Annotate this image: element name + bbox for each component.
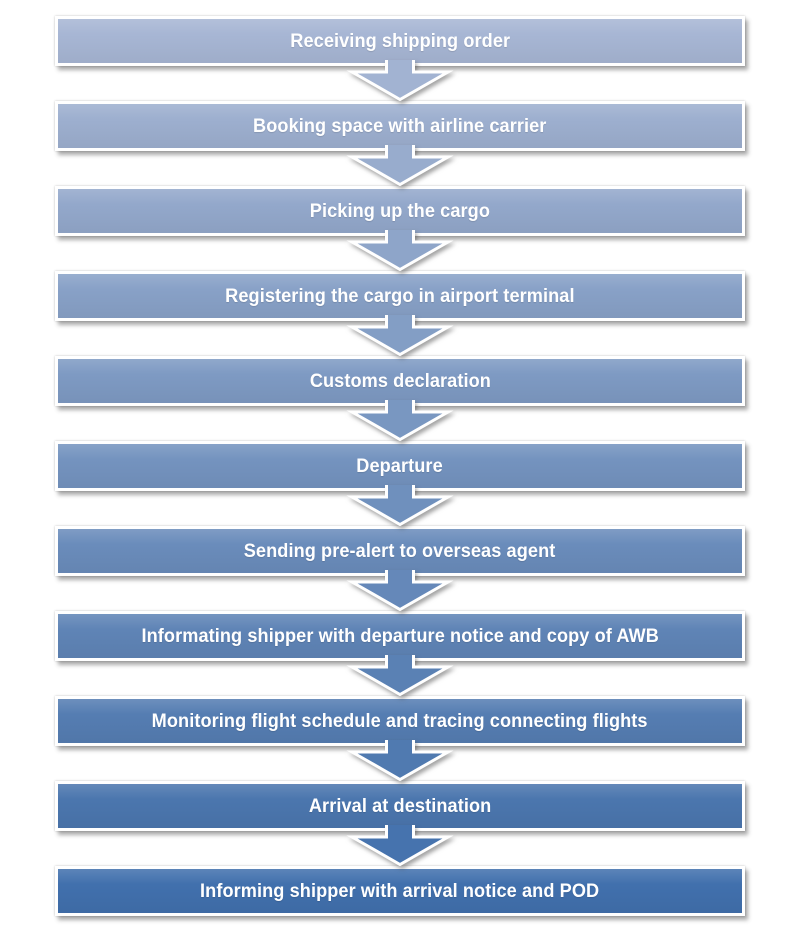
flow-step: Departure [0,441,800,526]
process-step-label: Informating shipper with departure notic… [141,624,659,647]
flow-step: Receiving shipping order [0,16,800,101]
process-step-label: Monitoring flight schedule and tracing c… [152,709,648,732]
down-arrow-icon [340,60,460,101]
process-step-8: Informating shipper with departure notic… [55,611,745,661]
down-arrow-icon [340,315,460,356]
flow-step: Customs declaration [0,356,800,441]
flow-step: Registering the cargo in airport termina… [0,271,800,356]
process-step-label: Sending pre-alert to overseas agent [244,539,556,562]
down-arrow-icon [340,485,460,526]
process-step-label: Informing shipper with arrival notice an… [200,879,600,902]
down-arrow-icon [340,740,460,781]
process-step-10: Arrival at destination [55,781,745,831]
down-arrow-icon [340,145,460,186]
process-step-label: Registering the cargo in airport termina… [225,284,575,307]
process-step-label: Picking up the cargo [309,199,491,222]
flow-step: Booking space with airline carrier [0,101,800,186]
down-arrow-icon [340,825,460,866]
process-step-3: Picking up the cargo [55,186,745,236]
process-step-5: Customs declaration [55,356,745,406]
process-step-label: Customs declaration [309,369,491,392]
process-step-2: Booking space with airline carrier [55,101,745,151]
process-step-7: Sending pre-alert to overseas agent [55,526,745,576]
process-step-9: Monitoring flight schedule and tracing c… [55,696,745,746]
process-step-label: Receiving shipping order [290,29,510,52]
flow-step: Sending pre-alert to overseas agent [0,526,800,611]
flow-step: Picking up the cargo [0,186,800,271]
down-arrow-icon [340,230,460,271]
process-step-label: Booking space with airline carrier [253,114,547,137]
process-step-1: Receiving shipping order [55,16,745,66]
process-flow: Receiving shipping order Booking space w… [0,16,800,916]
flow-step: Informating shipper with departure notic… [0,611,800,696]
down-arrow-icon [340,655,460,696]
down-arrow-icon [340,400,460,441]
process-step-4: Registering the cargo in airport termina… [55,271,745,321]
process-step-label: Departure [356,454,444,477]
process-step-label: Arrival at destination [308,794,492,817]
flow-step: Monitoring flight schedule and tracing c… [0,696,800,781]
process-step-6: Departure [55,441,745,491]
flow-step: Arrival at destination [0,781,800,866]
process-step-11: Informing shipper with arrival notice an… [55,866,745,916]
flow-step: Informing shipper with arrival notice an… [0,866,800,916]
down-arrow-icon [340,570,460,611]
